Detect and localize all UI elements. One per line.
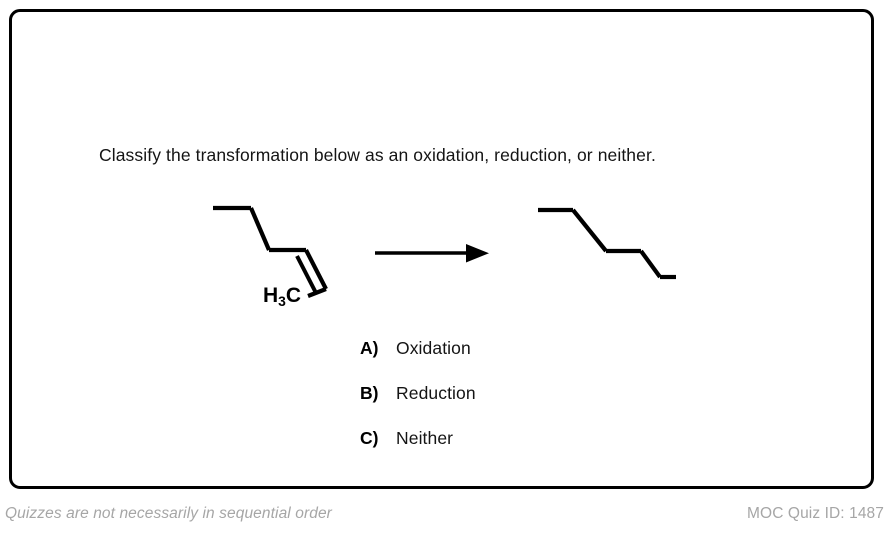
answer-option-c-letter: C): [360, 428, 379, 448]
answer-option-b-letter: B): [360, 383, 379, 403]
answer-option-a[interactable]: A) Oxidation: [360, 338, 476, 383]
answer-option-b-label: Reduction: [396, 383, 476, 403]
methyl-label-c: C: [285, 284, 302, 307]
footer-quiz-id: MOC Quiz ID: 1487: [747, 505, 884, 522]
answer-option-b[interactable]: B) Reduction: [360, 383, 476, 428]
methyl-label-h: H: [263, 284, 279, 307]
quiz-card: [9, 9, 874, 489]
methyl-group-label: H3C: [263, 284, 302, 309]
question-prompt: Classify the transformation below as an …: [99, 145, 656, 165]
answer-option-a-letter: A): [360, 338, 379, 358]
methyl-label-subscript: 3: [278, 292, 286, 309]
footer-note: Quizzes are not necessarily in sequentia…: [5, 505, 332, 522]
answer-option-c[interactable]: C) Neither: [360, 428, 476, 473]
answer-option-a-label: Oxidation: [396, 338, 471, 358]
answer-option-c-label: Neither: [396, 428, 454, 448]
answer-options-list: A) Oxidation B) Reduction C) Neither: [360, 338, 476, 473]
